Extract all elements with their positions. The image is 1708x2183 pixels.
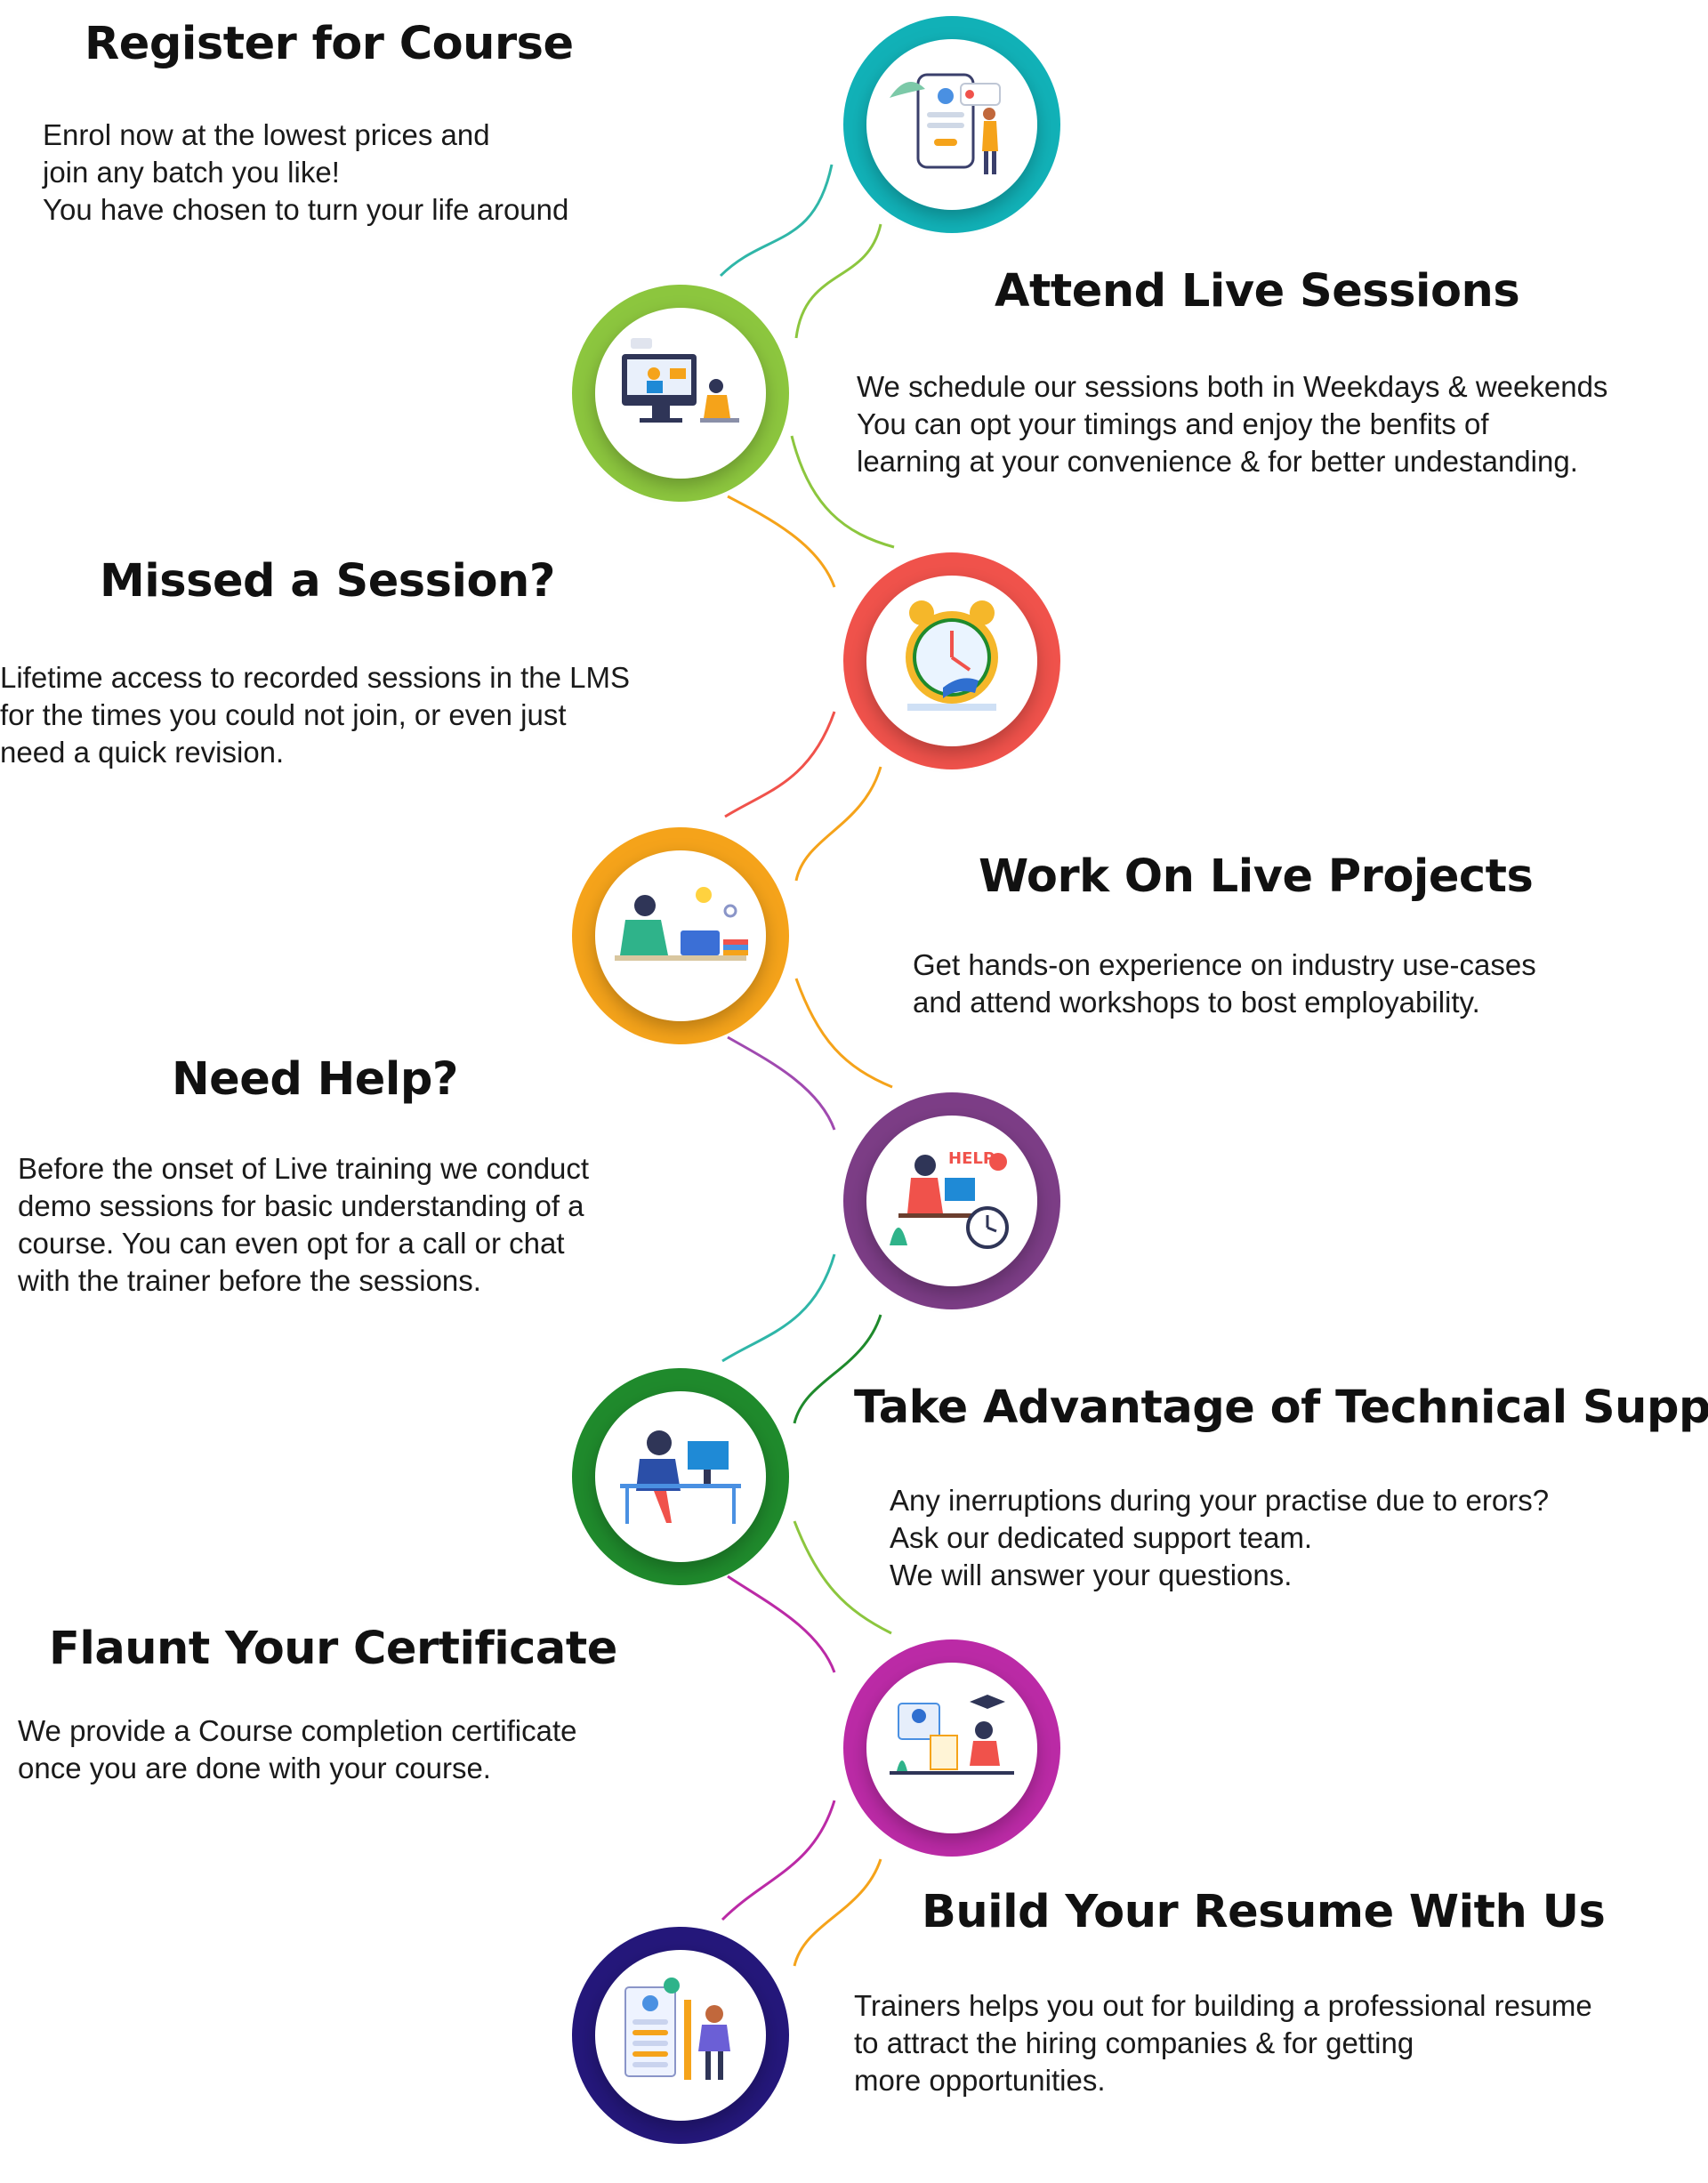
connector-line	[719, 164, 834, 278]
step-3-description: Lifetime access to recorded sessions in …	[0, 661, 631, 769]
svg-text:HELP: HELP	[948, 1149, 995, 1168]
connector-line	[727, 1575, 836, 1673]
step-6-title: Take Advantage of Technical Support	[854, 1381, 1708, 1434]
connector-line	[790, 435, 895, 549]
step-2-badge	[556, 269, 805, 518]
step-3-title: Missed a Session?	[100, 555, 555, 608]
step-8-title: Build Your Resume With Us	[922, 1886, 1606, 1938]
connector-line	[793, 1858, 882, 1967]
certificate-celebration-icon	[827, 1623, 1076, 1877]
online-class-icon	[556, 269, 805, 522]
step-7-title: Flaunt Your Certificate	[49, 1623, 617, 1675]
step-7-description: We provide a Course completion certifica…	[18, 1714, 577, 1784]
connector-line	[794, 978, 893, 1089]
registration-form-icon	[827, 0, 1076, 254]
step-4-description: Get hands-on experience on industry use-…	[913, 948, 1536, 1019]
step-6-description: Any inerruptions during your practise du…	[890, 1484, 1550, 1591]
connector-line	[727, 495, 836, 588]
connector-line	[793, 1520, 892, 1635]
step-6-badge	[556, 1352, 805, 1601]
step-3-badge	[827, 536, 1076, 785]
step-5-badge: HELP	[827, 1076, 1076, 1325]
alarm-clock-icon	[827, 536, 1076, 790]
step-1-description: Enrol now at the lowest prices and join …	[43, 118, 569, 226]
help-desk-icon: HELP	[827, 1076, 1076, 1330]
step-4-title: Work On Live Projects	[979, 850, 1534, 903]
resume-builder-icon	[556, 1911, 805, 2164]
support-agent-icon	[556, 1352, 805, 1606]
connector-line	[793, 1314, 882, 1424]
connector-line	[794, 223, 882, 339]
connector-line	[727, 1035, 836, 1131]
connector-line	[724, 711, 836, 818]
step-4-badge	[556, 811, 805, 1060]
step-8-description: Trainers helps you out for building a pr…	[854, 1989, 1592, 2097]
step-2-description: We schedule our sessions both in Weekday…	[857, 370, 1608, 478]
connector-line	[721, 1800, 836, 1921]
connector-line	[721, 1253, 836, 1363]
laptop-workspace-icon	[556, 811, 805, 1065]
step-7-badge	[827, 1623, 1076, 1873]
step-1-title: Register for Course	[85, 18, 574, 70]
step-1-badge	[827, 0, 1076, 249]
step-5-description: Before the onset of Live training we con…	[18, 1152, 590, 1297]
connector-line	[794, 766, 882, 882]
step-8-badge	[556, 1911, 805, 2160]
step-2-title: Attend Live Sessions	[995, 265, 1520, 318]
step-5-title: Need Help?	[172, 1053, 458, 1106]
